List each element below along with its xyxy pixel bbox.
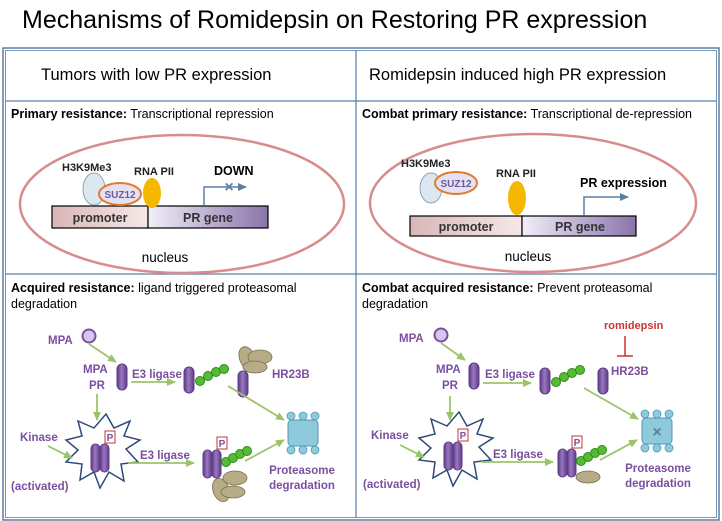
- nucleus-left: promoter PR gene SUZ12 H3K9Me3 RNA PII D…: [18, 133, 346, 275]
- pr-expression-label: PR expression: [580, 176, 667, 190]
- phospho-label: P: [107, 433, 114, 444]
- left-acquired-caption: Acquired resistance: ligand triggered pr…: [11, 281, 297, 311]
- transcription-arrow-down: [203, 183, 247, 205]
- mpa-label: MPA: [399, 333, 424, 345]
- hr23b-label: HR23B: [611, 366, 649, 378]
- promoter-label: promoter: [439, 220, 494, 234]
- proteasome-label: Proteasome: [269, 465, 335, 477]
- pr-gene-label: PR gene: [183, 211, 233, 225]
- svg-text:degradation: degradation: [625, 478, 691, 490]
- h3k9me3-label: H3K9Me3: [401, 158, 451, 170]
- right-column-header: Romidepsin induced high PR expression: [369, 66, 667, 84]
- mpa-pr-label: MPA: [83, 364, 108, 376]
- mpa-label: MPA: [48, 335, 73, 347]
- e3-ligase-label: E3 ligase: [485, 369, 535, 381]
- mpa-pr-label: MPA: [436, 364, 461, 376]
- kinase-label: Kinase: [20, 432, 58, 444]
- kinase-label: Kinase: [371, 430, 409, 442]
- rna-pii-label: RNA PII: [134, 166, 174, 178]
- svg-text:P: P: [574, 438, 581, 449]
- down-label: DOWN: [214, 164, 254, 178]
- activated-label: (activated): [363, 479, 421, 491]
- e3-ligase-label: E3 ligase: [140, 450, 190, 462]
- promoter-label: promoter: [73, 211, 128, 225]
- svg-text:P: P: [219, 439, 226, 450]
- romidepsin-label: romidepsin: [604, 320, 664, 332]
- e3-ligase-label: E3 ligase: [493, 449, 543, 461]
- block-x-icon: ×: [652, 424, 661, 441]
- suz12-label: SUZ12: [104, 190, 136, 201]
- transcription-arrow-up: [583, 193, 629, 215]
- left-column-header: Tumors with low PR expression: [41, 66, 272, 84]
- rna-pii-label: RNA PII: [496, 168, 536, 180]
- block-x-icon: ×: [224, 179, 233, 196]
- proteasome-label: Proteasome: [625, 463, 691, 475]
- page-title: Mechanisms of Romidepsin on Restoring PR…: [22, 6, 648, 34]
- phospho-label: P: [460, 431, 467, 442]
- suz12-label: SUZ12: [440, 179, 472, 190]
- right-acquired-caption: Combat acquired resistance: Prevent prot…: [362, 281, 653, 311]
- hr23b-label: HR23B: [272, 369, 310, 381]
- table-frame: [2, 47, 720, 521]
- pathway-right: MPA MPA PR E3 ligase romidepsin HR23B Ki…: [363, 320, 691, 491]
- e3-ligase-label: E3 ligase: [132, 369, 182, 381]
- svg-text:PR: PR: [89, 380, 106, 392]
- svg-text:PR: PR: [442, 380, 459, 392]
- pathway-left: MPA MPA PR E3 ligase HR23B Kinase (activ…: [11, 328, 335, 503]
- nucleus-right: promoter PR gene SUZ12 H3K9Me3 RNA PII P…: [368, 132, 698, 274]
- nucleus-label: nucleus: [142, 250, 189, 265]
- h3k9me3-label: H3K9Me3: [62, 162, 112, 174]
- activated-label: (activated): [11, 481, 69, 493]
- pr-gene-label: PR gene: [555, 220, 605, 234]
- svg-text:degradation: degradation: [269, 480, 335, 492]
- left-primary-caption: Primary resistance: Transcriptional repr…: [11, 107, 274, 121]
- right-primary-caption: Combat primary resistance: Transcription…: [362, 107, 693, 121]
- nucleus-label: nucleus: [505, 249, 552, 264]
